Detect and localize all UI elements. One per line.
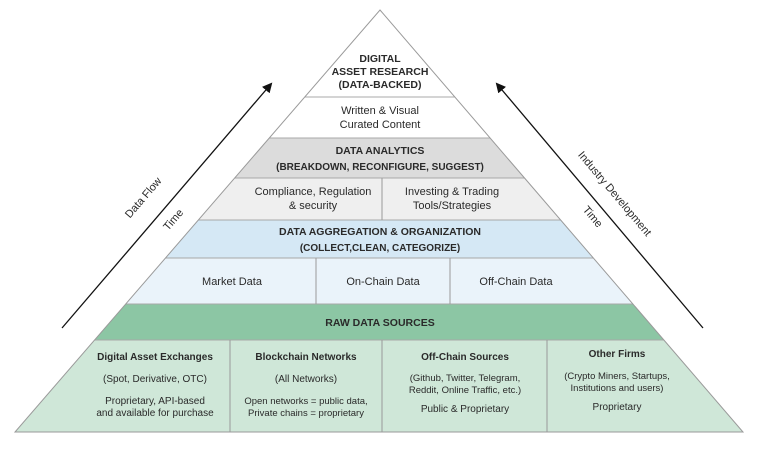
analytics-title: DATA ANALYTICS	[336, 145, 425, 157]
aggregation-cell-onchain: On-Chain Data	[346, 276, 420, 288]
analytics-tier: DATA ANALYTICS (BREAKDOWN, RECONFIGURE, …	[255, 145, 499, 212]
raw-column-exchanges: Digital Asset Exchanges (Spot, Derivativ…	[96, 352, 214, 419]
research-title-line: (DATA-BACKED)	[338, 79, 421, 91]
raw-column-line: (Crypto Miners, Startups,	[564, 371, 670, 382]
raw-column-offchain: Off-Chain Sources (Github, Twitter, Tele…	[409, 352, 521, 415]
raw-column-line: (All Networks)	[275, 374, 337, 385]
raw-column-line: (Spot, Derivative, OTC)	[103, 374, 207, 385]
research-content-line: Written & Visual	[341, 105, 419, 117]
pyramid-outline	[13, 9, 745, 433]
raw-column-line: (Github, Twitter, Telegram,	[410, 373, 521, 384]
research-title-line: ASSET RESEARCH	[332, 66, 429, 78]
cell-dividers	[229, 178, 548, 432]
raw-column-heading: Blockchain Networks	[255, 352, 357, 363]
aggregation-title: DATA AGGREGATION & ORGANIZATION	[279, 226, 481, 238]
analytics-subtitle: (BREAKDOWN, RECONFIGURE, SUGGEST)	[276, 162, 484, 173]
raw-column-heading: Digital Asset Exchanges	[97, 352, 213, 363]
analytics-cells-band	[15, 178, 743, 220]
raw-column-line: Proprietary	[593, 402, 642, 413]
industry-development-label: Industry Development	[575, 149, 653, 238]
industry-development-arrow-line	[495, 82, 704, 329]
analytics-right-line: Investing & Trading	[405, 186, 499, 198]
raw-column-line: Public & Proprietary	[421, 404, 509, 415]
aggregation-tier: DATA AGGREGATION & ORGANIZATION (COLLECT…	[202, 226, 553, 288]
raw-column-line: and available for purchase	[96, 408, 214, 419]
raw-column-line: Private chains = proprietary	[248, 408, 364, 419]
aggregation-cell-market: Market Data	[202, 276, 263, 288]
analytics-left-line: & security	[289, 200, 338, 212]
raw-column-blockchain: Blockchain Networks (All Networks) Open …	[244, 352, 367, 419]
raw-sources-tier: RAW DATA SOURCES Digital Asset Exchanges…	[96, 317, 669, 419]
raw-column-other-firms: Other Firms (Crypto Miners, Startups, In…	[564, 349, 670, 413]
analytics-left-line: Compliance, Regulation	[255, 186, 372, 198]
aggregation-cell-offchain: Off-Chain Data	[479, 276, 553, 288]
raw-column-heading: Other Firms	[589, 349, 646, 360]
raw-title: RAW DATA SOURCES	[325, 317, 434, 329]
raw-cells-band	[15, 340, 743, 432]
aggregation-subtitle: (COLLECT,CLEAN, CATEGORIZE)	[300, 243, 460, 254]
raw-column-line: Institutions and users)	[571, 383, 664, 394]
research-title-line: DIGITAL	[359, 53, 401, 65]
raw-column-line: Reddit, Online Traffic, etc.)	[409, 385, 521, 396]
raw-header-band	[15, 304, 743, 340]
raw-column-line: Proprietary, API-based	[105, 396, 205, 407]
raw-column-line: Open networks = public data,	[244, 396, 367, 407]
research-tier: DIGITAL ASSET RESEARCH (DATA-BACKED) Wri…	[332, 53, 429, 131]
raw-column-heading: Off-Chain Sources	[421, 352, 509, 363]
data-flow-arrow-line	[61, 82, 273, 329]
research-content-line: Curated Content	[340, 119, 421, 131]
analytics-right-line: Tools/Strategies	[413, 200, 492, 212]
data-flow-time-label: Time	[161, 207, 186, 233]
data-flow-label: Data Flow	[123, 175, 164, 220]
